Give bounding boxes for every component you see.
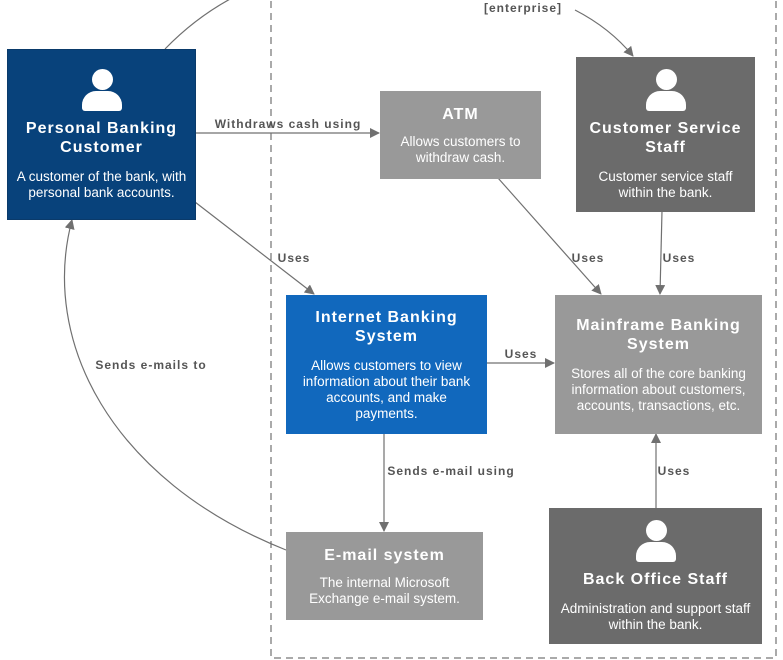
line-atm-mainframe (497, 177, 602, 295)
boundary-label: [enterprise] (482, 1, 565, 15)
person-icon (635, 519, 676, 564)
rel-label-customer-uses: Uses (277, 251, 311, 265)
rel-label-sends-email: Sends e-mail using (387, 464, 515, 478)
css-desc: Customer service staff within the bank. (598, 168, 733, 200)
atm-desc: Allows customers to withdraw cash. (400, 133, 521, 165)
line-to-css (574, 9, 634, 57)
customer-desc: A customer of the bank, with personal ba… (16, 168, 187, 200)
line-css-mainframe (655, 210, 666, 295)
line-customer-top (164, 0, 230, 50)
rel-label-css-uses: Uses (662, 251, 696, 265)
email-title: E-mail system (324, 546, 445, 564)
backoffice-box[interactable]: Back Office Staff Administration and sup… (549, 508, 762, 644)
backoffice-desc: Administration and support staff within … (560, 600, 751, 632)
rel-label-sends-emails-to: Sends e-mails to (95, 358, 207, 372)
ibs-desc: Allows customers to view information abo… (302, 357, 471, 421)
line-customer-ibs (194, 201, 315, 295)
person-icon (81, 68, 122, 113)
email-desc: The internal Microsoft Exchange e-mail s… (309, 574, 460, 606)
ibs-box[interactable]: Internet Banking System Allows customers… (286, 295, 487, 434)
ibs-title: Internet Banking System (315, 308, 458, 345)
atm-title: ATM (442, 105, 479, 123)
rel-label-backoffice-uses: Uses (657, 464, 691, 478)
atm-box[interactable]: ATM Allows customers to withdraw cash. (380, 91, 541, 179)
mainframe-title: Mainframe Banking System (576, 316, 741, 353)
mainframe-box[interactable]: Mainframe Banking System Stores all of t… (555, 295, 762, 434)
person-icon (645, 68, 686, 113)
css-box[interactable]: Customer Service Staff Customer service … (576, 57, 755, 212)
rel-label-atm-uses: Uses (571, 251, 605, 265)
backoffice-title: Back Office Staff (582, 570, 729, 588)
line-email-customer (64, 219, 287, 551)
email-box[interactable]: E-mail system The internal Microsoft Exc… (286, 532, 483, 620)
rel-label-ibs-uses: Uses (504, 347, 538, 361)
mainframe-desc: Stores all of the core banking informati… (571, 365, 746, 413)
rel-label-withdraws: Withdraws cash using (214, 117, 362, 131)
customer-box[interactable]: Personal Banking Customer A customer of … (7, 49, 196, 220)
customer-title: Personal Banking Customer (25, 119, 178, 156)
css-title: Customer Service Staff (589, 119, 742, 156)
